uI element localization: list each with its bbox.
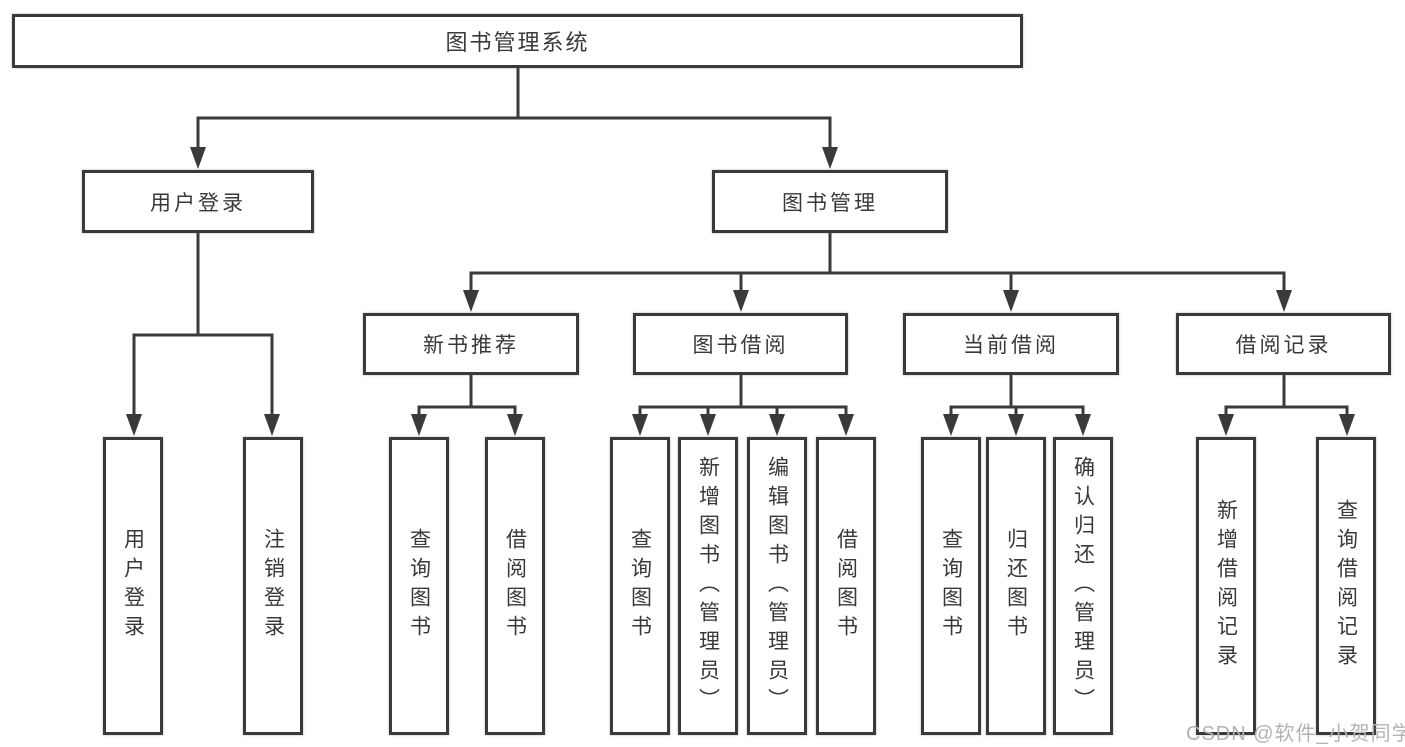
leaf-borrow-edit-books-admin: 编辑图书（管理员） (747, 437, 807, 735)
category-book-borrow: 图书借阅 (633, 313, 848, 375)
leaf-records-add-record-label: 新增借阅记录 (1214, 499, 1238, 673)
category-new-book-recommend: 新书推荐 (363, 313, 579, 375)
category-book-borrow-label: 图书借阅 (692, 334, 789, 357)
leaf-newrec-borrow-books: 借阅图书 (485, 437, 545, 735)
connector-lines (132, 66, 1349, 423)
branch-user-login: 用户登录 (82, 170, 314, 233)
arrowheads (126, 147, 1355, 436)
category-current-borrow: 当前借阅 (903, 313, 1119, 375)
leaf-logout-label: 注销登录 (261, 528, 285, 644)
leaf-current-confirm-return-admin: 确认归还（管理员） (1053, 437, 1113, 735)
leaf-records-query-record: 查询借阅记录 (1316, 437, 1376, 735)
leaf-newrec-query-books-label: 查询图书 (407, 528, 431, 644)
leaf-user-login: 用户登录 (103, 437, 163, 735)
leaf-logout: 注销登录 (243, 437, 303, 735)
leaf-current-return-books-label: 归还图书 (1004, 528, 1028, 644)
csdn-watermark: CSDN @软件_小贺同学 (1186, 723, 1405, 745)
node-root-system: 图书管理系统 (12, 14, 1023, 68)
leaf-current-confirm-return-admin-label: 确认归还（管理员） (1071, 455, 1095, 717)
leaf-borrow-borrow-books-label: 借阅图书 (834, 528, 858, 644)
leaf-records-query-record-label: 查询借阅记录 (1334, 499, 1358, 673)
category-current-borrow-label: 当前借阅 (963, 334, 1059, 357)
leaf-current-query-books-label: 查询图书 (939, 528, 963, 644)
leaf-current-query-books: 查询图书 (921, 437, 981, 735)
category-borrow-records: 借阅记录 (1176, 313, 1391, 375)
leaf-newrec-borrow-books-label: 借阅图书 (503, 528, 527, 644)
node-root-label: 图书管理系统 (445, 30, 590, 55)
leaf-records-add-record: 新增借阅记录 (1196, 437, 1256, 735)
leaf-borrow-add-books-admin: 新增图书（管理员） (678, 437, 738, 735)
branch-book-management-label: 图书管理 (782, 191, 878, 215)
leaf-user-login-label: 用户登录 (121, 528, 145, 644)
leaf-borrow-borrow-books: 借阅图书 (816, 437, 876, 735)
leaf-current-return-books: 归还图书 (986, 437, 1046, 735)
category-new-book-recommend-label: 新书推荐 (423, 334, 519, 357)
leaf-borrow-add-books-admin-label: 新增图书（管理员） (696, 455, 720, 717)
category-borrow-records-label: 借阅记录 (1235, 334, 1332, 357)
leaf-newrec-query-books: 查询图书 (389, 437, 449, 735)
branch-book-management: 图书管理 (712, 170, 948, 233)
leaf-borrow-query-books-label: 查询图书 (628, 528, 652, 644)
leaf-borrow-edit-books-admin-label: 编辑图书（管理员） (765, 455, 789, 717)
branch-user-login-label: 用户登录 (150, 191, 246, 215)
leaf-borrow-query-books: 查询图书 (610, 437, 670, 735)
